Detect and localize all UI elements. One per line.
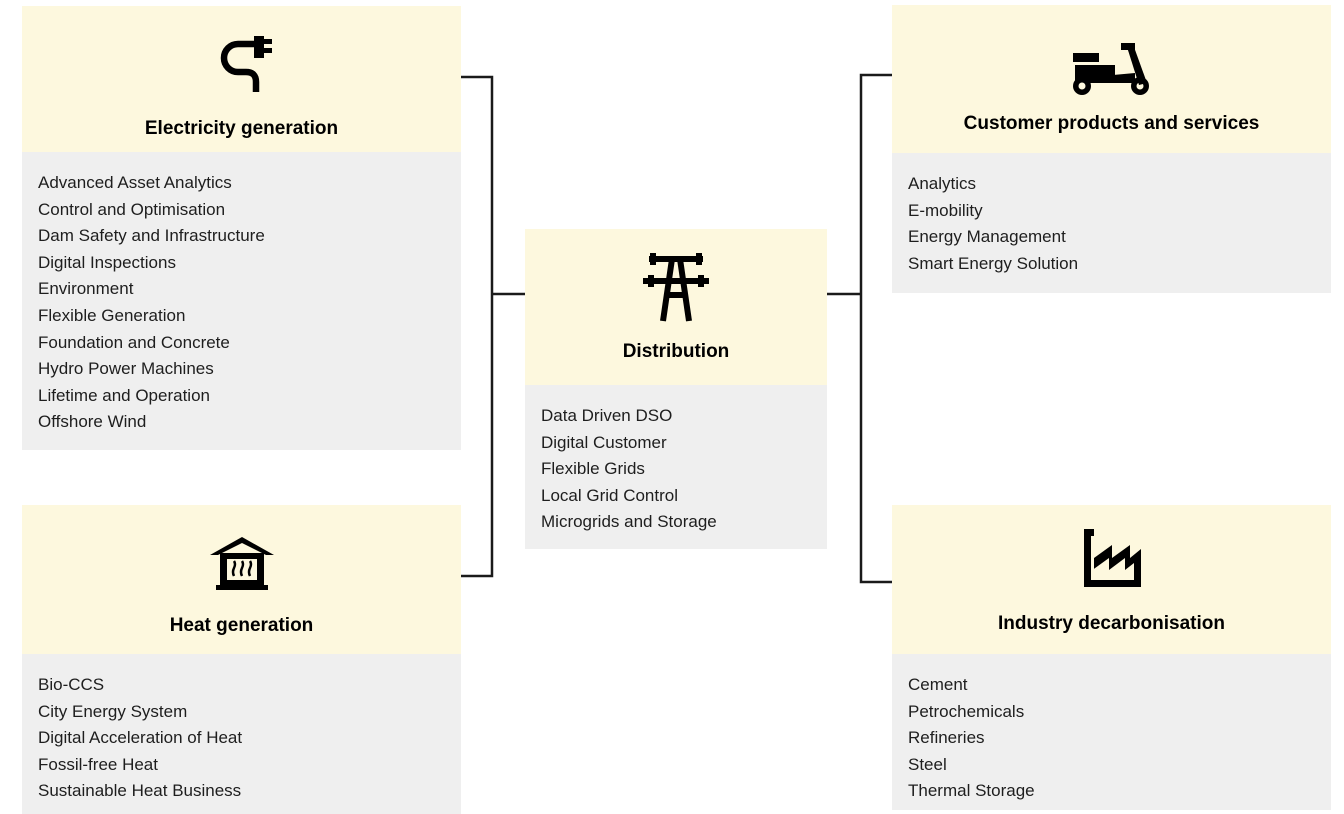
list-item: Steel <box>908 754 947 774</box>
list-item: Smart Energy Solution <box>908 253 1079 273</box>
list-item: Cement <box>908 675 968 694</box>
list-item: Foundation and Concrete <box>38 332 230 352</box>
list-item: Petrochemicals <box>908 701 1025 721</box>
power-plug-icon <box>220 36 272 92</box>
list-item: Dam Safety and Infrastructure <box>38 226 265 246</box>
category-header: Distribution <box>525 229 827 385</box>
list-item: Digital Acceleration of Heat <box>38 728 243 748</box>
category-industry-decarbonisation: Industry decarbonisation Cement Petroche… <box>892 505 1331 810</box>
list-item: Bio-CCS <box>38 675 105 694</box>
category-customer-products: Customer products and services Analytics… <box>892 5 1331 293</box>
category-item-list: Cement Petrochemicals Refineries Steel T… <box>892 654 1331 810</box>
category-header: Heat generation <box>22 505 461 654</box>
list-item: Hydro Power Machines <box>38 359 214 379</box>
list-item: Offshore Wind <box>38 412 147 432</box>
transmission-tower-icon <box>643 253 709 322</box>
category-item-list: Analytics E-mobility Energy Management S… <box>892 153 1331 293</box>
category-electricity-generation: Electricity generation Advanced Asset An… <box>22 6 461 450</box>
list-item: Data Driven DSO <box>541 406 673 425</box>
category-heat-generation: Heat generation Bio-CCS City Energy Syst… <box>22 505 461 814</box>
category-title: Industry decarbonisation <box>998 613 1225 634</box>
category-item-list: Data Driven DSO Digital Customer Flexibl… <box>525 385 827 549</box>
category-item-list: Bio-CCS City Energy System Digital Accel… <box>22 654 461 814</box>
category-title: Distribution <box>622 341 730 362</box>
list-item: Microgrids and Storage <box>541 512 717 532</box>
list-item: Sustainable Heat Business <box>38 781 242 801</box>
factory-icon <box>1083 529 1141 587</box>
list-item: Fossil-free Heat <box>38 754 158 774</box>
list-item: Environment <box>38 279 134 299</box>
list-item: Analytics <box>908 174 977 193</box>
list-item: City Energy System <box>38 701 188 721</box>
list-item: Thermal Storage <box>908 781 1035 801</box>
right-bracket <box>859 73 892 584</box>
category-title: Customer products and services <box>963 113 1260 134</box>
list-item: Local Grid Control <box>541 485 679 505</box>
electric-scooter-icon <box>1072 43 1149 95</box>
list-item: Control and Optimisation <box>38 199 226 219</box>
list-item: Energy Management <box>908 227 1066 247</box>
category-header: Customer products and services <box>892 5 1331 153</box>
category-item-list: Advanced Asset Analytics Control and Opt… <box>22 152 461 450</box>
list-item: Refineries <box>908 728 985 748</box>
list-item: Digital Inspections <box>38 252 176 272</box>
category-header: Industry decarbonisation <box>892 505 1331 654</box>
list-item: E-mobility <box>908 200 983 220</box>
category-header: Electricity generation <box>22 6 461 152</box>
list-item: Flexible Generation <box>38 305 186 325</box>
list-item: Digital Customer <box>541 432 667 452</box>
category-title: Heat generation <box>169 615 314 636</box>
left-bracket <box>461 75 494 578</box>
category-distribution: Distribution Data Driven DSO Digital Cus… <box>525 229 827 549</box>
list-item: Advanced Asset Analytics <box>38 173 232 192</box>
category-title: Electricity generation <box>144 118 339 139</box>
heated-house-icon <box>209 537 274 590</box>
list-item: Flexible Grids <box>541 459 645 479</box>
list-item: Lifetime and Operation <box>38 385 210 405</box>
